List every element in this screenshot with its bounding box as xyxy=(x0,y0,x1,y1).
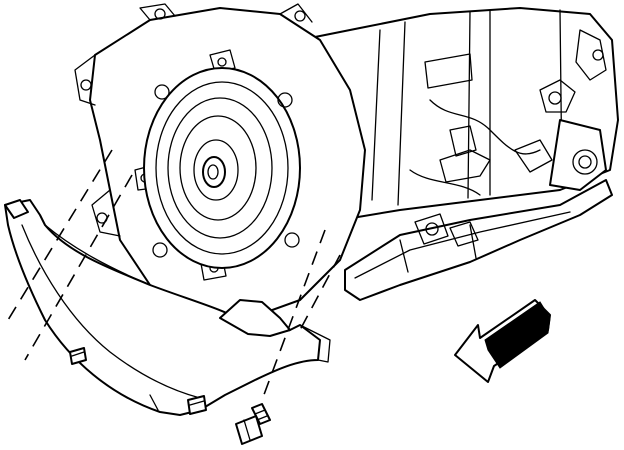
bolt-drawing xyxy=(235,403,271,445)
stud-left xyxy=(69,347,87,365)
alignment-lines xyxy=(7,149,341,401)
transmission-case-drawing xyxy=(299,7,619,221)
oil-pan-drawing xyxy=(344,179,613,301)
stud-drawing xyxy=(69,347,207,415)
torque-converter-drawing xyxy=(143,67,301,269)
front-direction-arrow-icon xyxy=(454,299,551,383)
stud-bottom xyxy=(187,395,207,415)
